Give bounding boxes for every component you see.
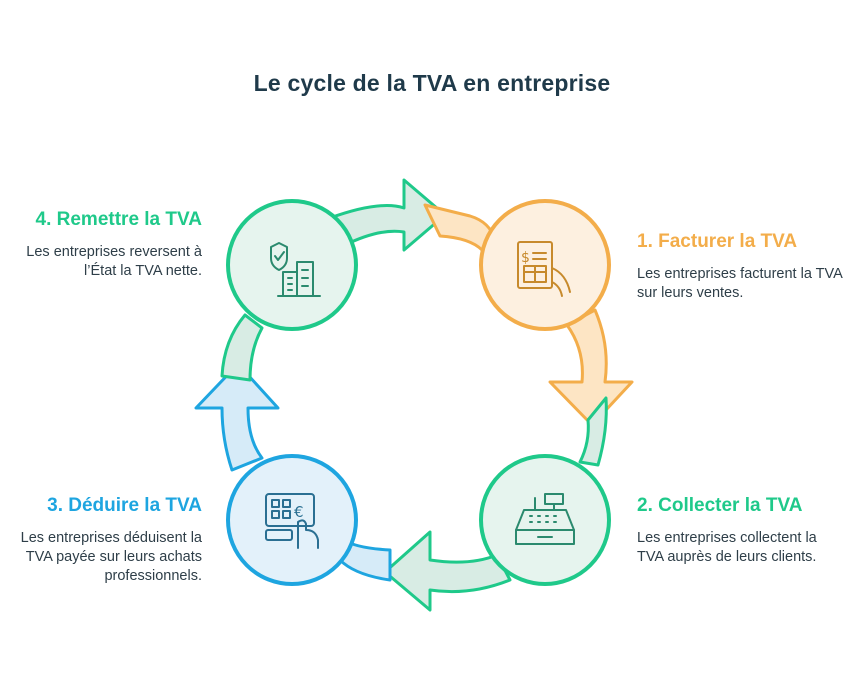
step-2-circle — [479, 454, 611, 586]
step-3-circle: € — [226, 454, 358, 586]
cash-register-icon — [515, 493, 575, 545]
step-2-text: 2. Collecter la TVA Les entreprises coll… — [637, 495, 842, 567]
step-1-title: 1. Facturer la TVA — [637, 231, 798, 252]
step-2-description: Les entreprises collectent la TVA auprès… — [637, 530, 817, 565]
page-title: Le cycle de la TVA en entreprise — [253, 70, 611, 96]
step-3-title: 3. Déduire la TVA — [47, 495, 202, 516]
invoice-hand-icon: $ — [517, 241, 571, 297]
arrow-remettre-to-facturer — [328, 178, 497, 252]
step-4-text: 4. Remettre la TVA Les entreprises rever… — [0, 209, 202, 281]
step-1-text: 1. Facturer la TVA Les entreprises factu… — [637, 231, 842, 303]
arrow-facturer-to-collecter — [548, 308, 634, 467]
step-4-description: Les entreprises reversent à l’État la TV… — [26, 244, 202, 279]
step-4-title: 4. Remettre la TVA — [35, 209, 202, 230]
shield-building-icon — [270, 242, 321, 297]
svg-text:€: € — [294, 503, 304, 521]
payment-terminal-icon: € — [265, 493, 319, 549]
step-2-title: 2. Collecter la TVA — [637, 495, 803, 516]
svg-text:$: $ — [521, 250, 530, 266]
arrow-deduire-to-remettre — [194, 313, 280, 472]
step-1-circle: $ — [479, 199, 611, 331]
step-1-description: Les entreprises facturent la TVA sur leu… — [637, 266, 842, 301]
step-4-circle — [226, 199, 358, 331]
arrow-collecter-to-deduire — [338, 530, 512, 612]
step-3-description: Les entreprises déduisent la TVA payée s… — [20, 530, 202, 584]
step-3-text: 3. Déduire la TVA Les entreprises déduis… — [0, 495, 202, 586]
